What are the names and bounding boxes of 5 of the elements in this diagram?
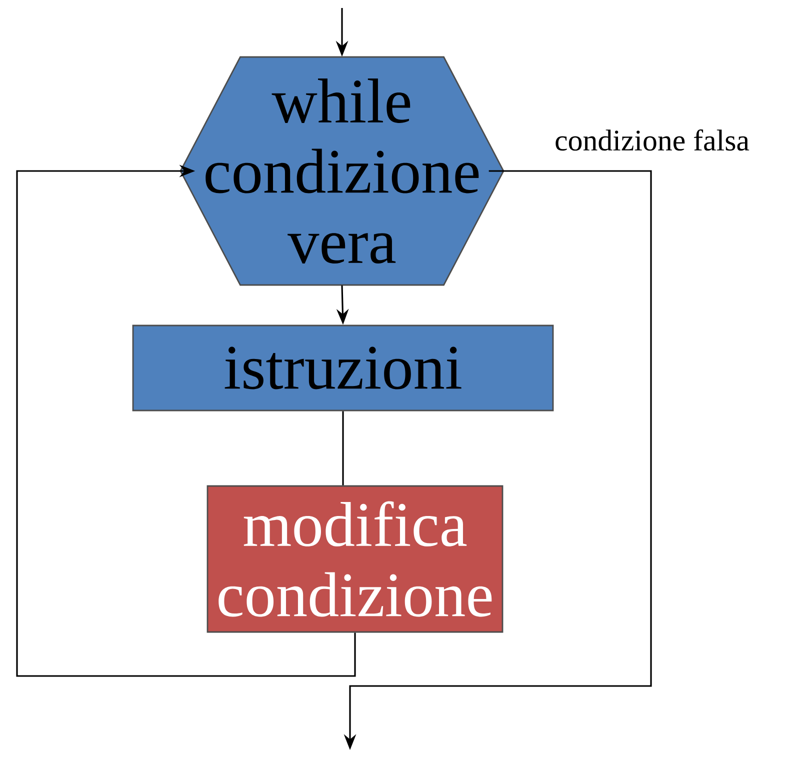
arrow [16, 164, 356, 677]
process-box: modifica condizione [206, 485, 504, 633]
process-box: istruzioni [132, 324, 554, 412]
hexagon-node: while condizione vera [180, 56, 504, 286]
edge-label: condizione falsa [552, 128, 752, 152]
